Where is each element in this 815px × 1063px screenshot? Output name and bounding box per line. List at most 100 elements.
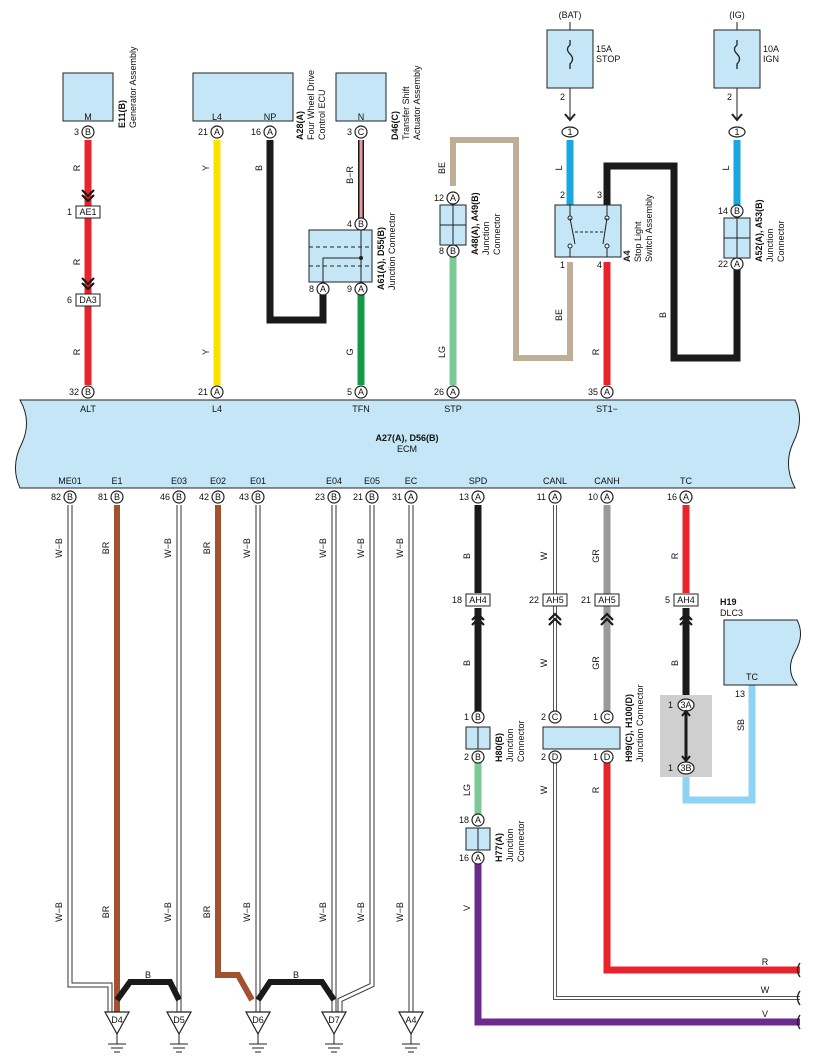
ecm-box [15,399,800,489]
pin-h99_2d: D2 [541,750,562,764]
svg-text:21: 21 [353,492,363,502]
pin-h77_16: A16 [459,851,485,865]
svg-text:E05: E05 [364,476,380,486]
svg-text:13: 13 [459,492,469,502]
svg-text:AH4: AH4 [677,595,695,605]
fwd-pin-l4: L4 [212,112,222,122]
wire-label-18: BR [202,541,212,554]
svg-text:2: 2 [464,752,469,762]
svg-text:B: B [255,492,261,502]
wire-gnd-black-2 [255,979,337,1002]
wire-label-20: W−B [318,538,328,558]
svg-text:1: 1 [464,712,469,722]
fuse-ig-supply: (IG) [729,10,745,20]
ecm-name: ECM [397,444,417,454]
jc-a48-name-2: Connector [492,213,502,255]
wire-sw3-black [603,162,741,362]
pin-sw_4: 4 [597,260,602,270]
svg-text:B: B [734,206,740,216]
svg-text:11: 11 [537,492,546,502]
wire-label-28: W−B [318,902,328,922]
svg-text:A: A [214,127,220,137]
svg-text:21: 21 [198,387,208,397]
wire-label-19: W−B [242,538,252,558]
fuse-ig-icon [733,40,741,69]
wire-me01-wb [67,505,113,1012]
pin-ig_1: 1 [728,113,746,138]
svg-text:AH4: AH4 [469,595,487,605]
dlc3-name: DLC3 [720,608,743,618]
svg-text:A: A [358,387,364,397]
svg-text:E02: E02 [210,476,226,486]
tsa-id: D46(C) [390,111,400,140]
jc-h99-name: Junction Connector [635,684,645,762]
wire-label-42: SB [736,719,746,731]
generator-box [62,72,114,122]
svg-text:B: B [85,127,91,137]
wire-label-6: B−R [345,166,355,184]
jc-a61-name: Junction Connector [387,212,397,290]
svg-text:A: A [734,259,740,269]
pin-sw_1: 1 [560,260,565,270]
dlc3-pin-name: TC [746,672,758,682]
harness-exit-0: R [762,957,801,978]
wire-label-34: R [670,552,680,559]
pin-sw_3: 3 [597,190,602,200]
jc-h77-name-1: Junction [505,828,515,862]
svg-text:V: V [762,1009,768,1019]
svg-text:R: R [762,957,769,967]
wire-label-31: B [462,553,472,559]
jc-a52-name-1: Junction [765,228,775,262]
fuse-bat-rating: 15A [596,44,612,54]
svg-text:C: C [358,127,365,137]
wire-label-15: W−B [54,538,64,558]
jc-h80-name-1: Junction [505,728,515,762]
wire-label-7: G [345,348,355,355]
wire-label-36: W [539,658,549,667]
svg-text:3A: 3A [680,700,691,710]
svg-text:22: 22 [718,259,728,269]
svg-text:B: B [475,712,481,722]
jc-a52-name-2: Connector [776,220,786,262]
fuse-bat-name: STOP [596,54,620,64]
pin-a61_9: A9 [347,282,368,296]
stop-switch-box [554,204,622,258]
svg-text:A: A [214,387,220,397]
svg-text:23: 23 [315,492,325,502]
svg-text:8: 8 [309,284,314,294]
svg-text:B: B [450,246,456,256]
wire-label-29: W−B [356,902,366,922]
pin-j_3a: 3A 1 [668,698,695,712]
svg-text:B: B [114,492,120,502]
gen-id: E11(B) [117,100,127,128]
pin-h80_2: B2 [464,750,485,764]
dlc3-pin: 13 [735,689,745,699]
svg-text:6: 6 [67,295,72,305]
svg-text:1: 1 [668,700,673,710]
pin-a48_8: B8 [439,244,460,258]
stop-switch-name-1: Stop Light [633,221,643,262]
wire-e02-brown [215,505,255,1002]
svg-text:CANL: CANL [543,476,567,486]
jc-h80-id: H80(B) [494,733,504,762]
wire-label-11: BE [554,309,564,321]
ground-D7: D7 [320,1011,348,1053]
wire-label-10: L [554,165,564,170]
svg-text:A: A [320,284,326,294]
svg-text:A: A [475,853,481,863]
jc-h99-box [542,726,621,750]
pin-h80_1: B1 [464,710,485,724]
svg-text:14: 14 [718,206,728,216]
jc-h80-name-2: Connector [516,720,526,762]
